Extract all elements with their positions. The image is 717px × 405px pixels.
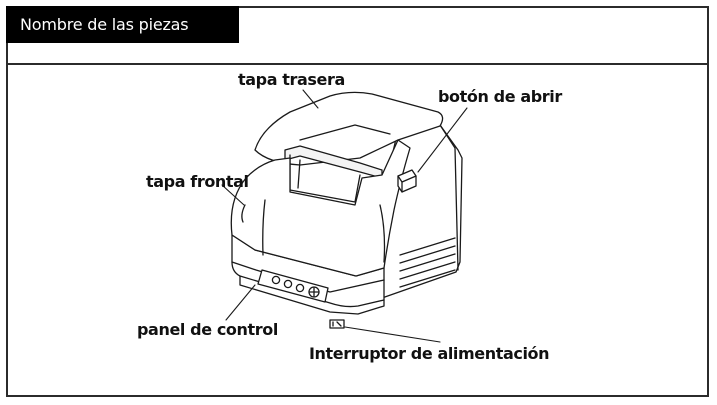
open-button: [397, 169, 417, 193]
title-divider: [6, 63, 709, 65]
label-open-button: botón de abrir: [438, 87, 562, 106]
leader-front-cover: [221, 184, 245, 206]
front-cover: [230, 139, 411, 277]
power-switch: [329, 319, 345, 329]
label-power-switch: Interruptor de alimentación: [309, 344, 550, 363]
label-control-panel: panel de control: [137, 320, 278, 339]
leader-open-button: [417, 107, 468, 173]
leader-rear-cover: [302, 89, 319, 109]
leader-control-panel: [225, 284, 256, 321]
leader-lines: [221, 89, 468, 343]
section-title: Nombre de las piezas: [6, 6, 239, 43]
label-front-cover: tapa frontal: [146, 172, 249, 191]
control-panel: [257, 269, 329, 303]
label-rear-cover: tapa trasera: [238, 70, 345, 89]
leader-power-switch: [344, 326, 441, 343]
